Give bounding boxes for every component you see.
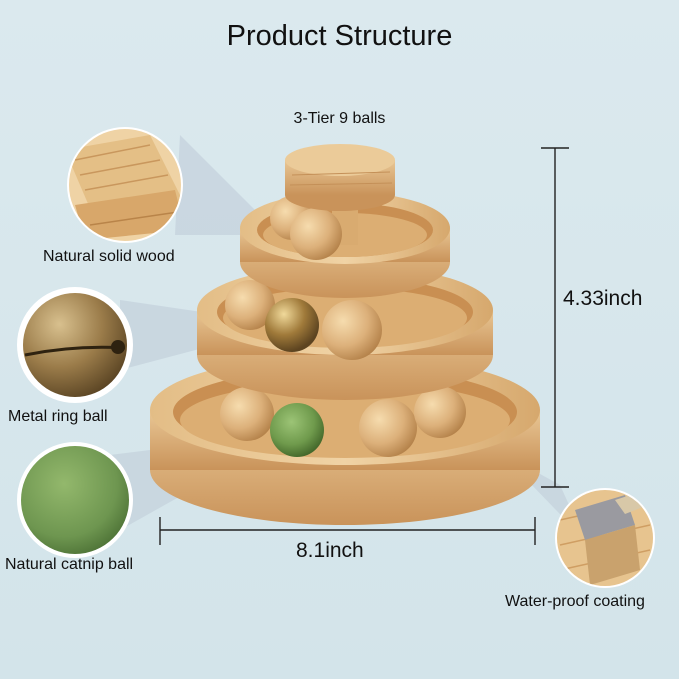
width-dimension-label: 8.1inch [296,539,364,562]
wood-planks-icon [67,127,183,243]
coating-label: Water-proof coating [505,593,645,610]
catnip-ball-label: Natural catnip ball [5,556,134,573]
metal-ring-ball-label: Metal ring ball [8,408,108,425]
width-dimension-line [159,517,536,545]
height-dimension-line [541,147,569,488]
metal-ring-ball-icon [17,287,133,403]
brush-icon [555,488,655,588]
wood-label: Natural solid wood [43,248,175,265]
callout-wedge-wood [175,135,280,235]
catnip-ball-icon [17,442,133,558]
cat-toy-tower [150,144,540,525]
height-dimension-label: 4.33inch [563,287,643,310]
page-title: Product Structure [226,20,453,52]
tier-subtitle: 3-Tier 9 balls [293,110,386,127]
